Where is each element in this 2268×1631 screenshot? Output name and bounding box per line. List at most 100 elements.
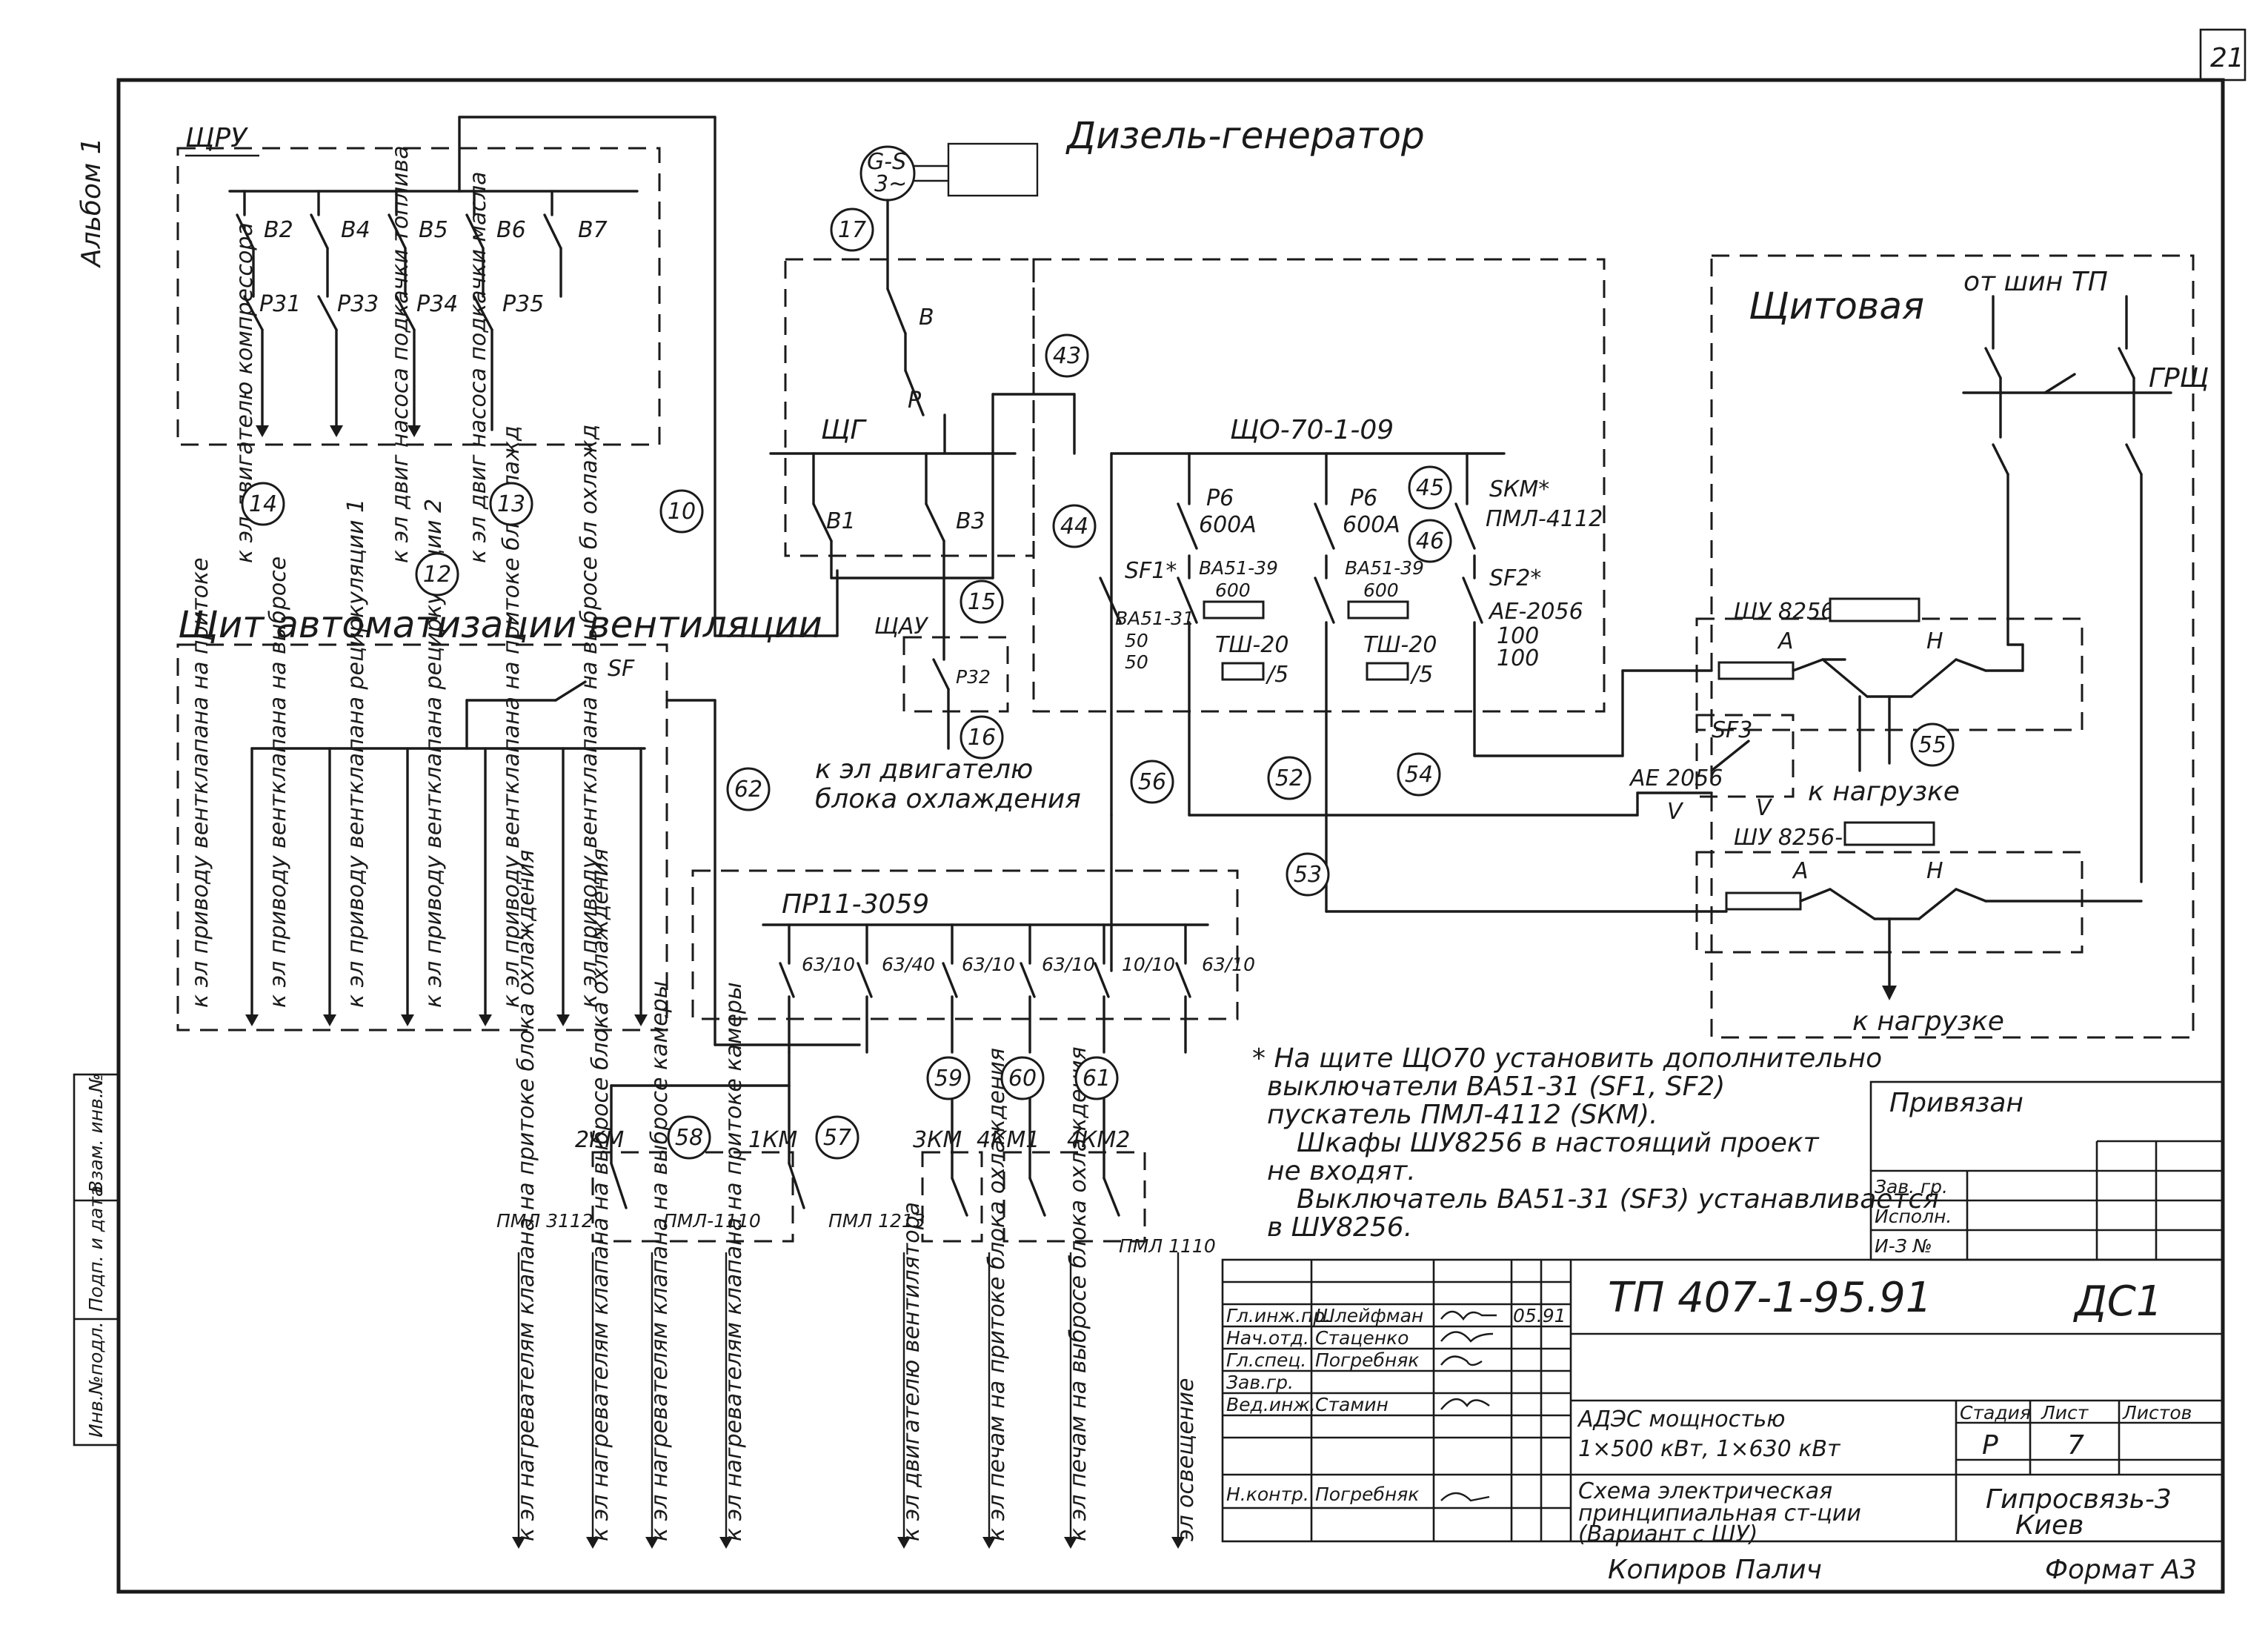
shau-output-1: к эл двигателю [815, 754, 1033, 785]
shau-title: ЩАУ [874, 614, 928, 640]
shru-out-oil-pump: к эл двиг насоса подкачки масла [465, 172, 491, 563]
side-strip-replace: Взам. инв.№ [85, 1073, 107, 1193]
binding-row-2: Исполн. [1875, 1206, 1952, 1227]
cable-number-55: 55 [1910, 723, 1955, 767]
stamp-doc: ДС1 [2072, 1278, 2162, 1326]
cable-number-text: 15 [968, 589, 996, 615]
cable-number-text: 55 [1918, 732, 1946, 758]
to-load-2: к нагрузке [1852, 1006, 2004, 1037]
note-line-5: не входят. [1267, 1156, 1416, 1186]
stamp-role-4: Зав.гр. [1226, 1372, 1294, 1393]
shao-tsh-b: ТШ-20 [1363, 632, 1437, 658]
cable-number-circle [830, 207, 874, 252]
cable-number-10: 10 [659, 489, 704, 534]
shao-ae2056: АЕ-2056 [1488, 599, 1583, 625]
prn-switch-contact [1094, 962, 1110, 998]
cable-number-text: 12 [423, 562, 451, 588]
stamp-name-6: Погребняк [1315, 1484, 1419, 1505]
note-line-6: Выключатель ВА51-31 (SF3) устанавливаетс… [1297, 1184, 1939, 1215]
cable-number-62: 62 [726, 767, 771, 811]
cable-number-circle [415, 552, 459, 597]
page-number: 21 [2210, 43, 2244, 73]
cable-number-58: 58 [667, 1115, 711, 1160]
cable-number-16: 16 [960, 715, 1004, 760]
cable-number-text: 10 [668, 499, 696, 525]
binding-row-1: Зав. гр. [1875, 1176, 1948, 1197]
cable-number-circle [960, 579, 1004, 624]
cable-number-12: 12 [415, 552, 459, 597]
shru-breaker-b4: В4 [341, 217, 370, 243]
stamp-role-6: Н.контр. [1226, 1484, 1309, 1505]
contactor-out-4: к эл нагревателям клапана на притоке кам… [721, 982, 747, 1541]
cable-number-circle [1267, 756, 1311, 800]
prn-fuse-3: 63/10 [962, 954, 1015, 975]
to-load-1: к нагрузке [1808, 777, 1960, 807]
cable-number-text: 53 [1294, 862, 1322, 888]
cable-number-circle [1130, 760, 1174, 804]
stamp-role-5: Вед.инж. [1226, 1394, 1316, 1415]
contactor-type-3: ПМЛ 1213 [828, 1210, 925, 1232]
shru-breaker-contact [465, 213, 485, 250]
stamp-name-2: Стаценко [1315, 1327, 1409, 1349]
cable-number-circle [1000, 1056, 1045, 1100]
contactor-output-arrow [719, 1537, 733, 1549]
album-label: Альбом 1 [76, 137, 107, 268]
signature-6 [1440, 1492, 1490, 1502]
shao-pml: ПМЛ-4112 [1486, 506, 1603, 532]
side-strip-box [73, 1073, 120, 1446]
contactor-output-arrow [897, 1537, 911, 1549]
drawing-frame [116, 78, 2225, 1594]
cable-number-57: 57 [815, 1115, 859, 1160]
prn-switch-contact [779, 962, 795, 998]
shru-title: ЩРУ [185, 123, 248, 153]
cable-number-text: 57 [823, 1125, 851, 1151]
stamp-name-3: Погребняк [1315, 1349, 1419, 1371]
contactor-3km: 3КМ [913, 1127, 962, 1153]
signature-1 [1440, 1310, 1497, 1321]
vent-out-2: к эл приводу вентклапана на выбросе [265, 557, 291, 1008]
sheet-title-1: Схема электрическая [1578, 1478, 1832, 1504]
prn-fuse-2: 63/40 [882, 954, 935, 975]
switchroom-panel: Щитовая от шин ТП ГРЩ ШУ 8256- А Н [1629, 254, 2209, 1039]
shau-relay: Р32 [956, 666, 991, 688]
shau-output-2: блока охлаждения [815, 784, 1081, 814]
stamp-name-5: Стамин [1315, 1394, 1389, 1415]
cable-number-45: 45 [1408, 465, 1452, 510]
cable-number-43: 43 [1045, 333, 1089, 378]
shu2-contact-n: Н [1926, 858, 1943, 884]
shao-tsh-a: ТШ-20 [1215, 632, 1288, 658]
binding-row-3: И-З № [1875, 1235, 1932, 1257]
cable-number-text: 46 [1416, 528, 1444, 554]
switchroom-title: Щитовая [1749, 285, 1924, 328]
stamp-name-1: Шлейфман [1315, 1305, 1423, 1326]
shru-relay-contact [473, 295, 493, 331]
shu1-label: ШУ 8256- [1734, 599, 1843, 625]
cable-number-circle [241, 482, 285, 526]
contactor-type-1: ПМЛ 3112 [496, 1210, 593, 1232]
shg-title: ЩГ [821, 415, 867, 445]
cable-number-text: 16 [968, 725, 996, 751]
contactor-output-arrow [512, 1537, 525, 1549]
cable-number-circle [1408, 465, 1452, 510]
note-line-7: в ШУ8256. [1267, 1212, 1412, 1243]
cable-number-46: 46 [1408, 519, 1452, 563]
shg-breaker-b1: В1 [826, 508, 856, 534]
cable-number-text: 58 [675, 1125, 703, 1151]
stage-header: Стадия [1960, 1402, 2031, 1424]
cable-number-circle [815, 1115, 859, 1160]
cable-number-text: 56 [1138, 769, 1166, 795]
prn-switch-contact [1020, 962, 1036, 998]
cable-number-circle [1045, 333, 1089, 378]
cable-number-circle [960, 715, 1004, 760]
page-number-box [2199, 28, 2247, 82]
shru-relay-p31: Р31 [259, 291, 301, 317]
shao-title: ЩО-70-1-09 [1230, 415, 1394, 445]
format-label: Формат А3 [2045, 1555, 2197, 1585]
shru-breaker-b2: В2 [264, 217, 293, 243]
shao-ba31-rating2: 50 [1125, 651, 1148, 673]
shru-breaker-b7: В7 [578, 217, 608, 243]
shg-switch-b: В [919, 305, 934, 330]
cable-number-text: 44 [1060, 514, 1088, 539]
stage-value: Р [1982, 1430, 1998, 1461]
note-line-3: пускатель ПМЛ-4112 (SКМ). [1267, 1100, 1657, 1130]
